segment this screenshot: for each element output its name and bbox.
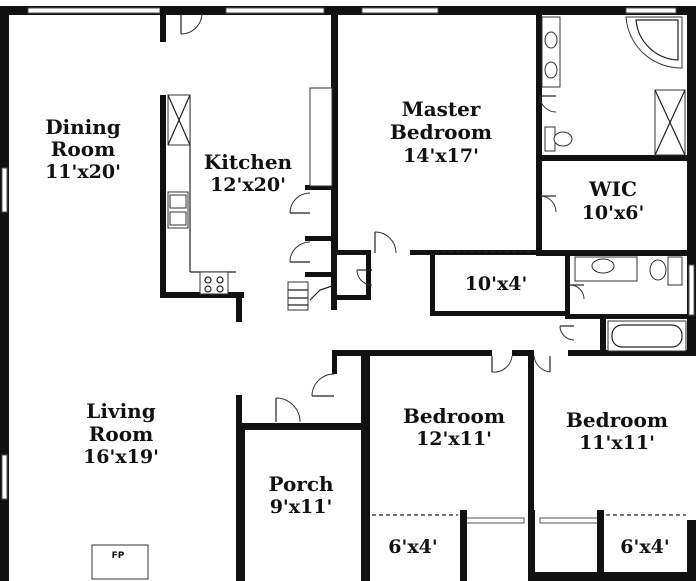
exterior-walls xyxy=(0,6,696,581)
bedroom-3-size: 11'x11' xyxy=(579,432,655,454)
corner-tub xyxy=(625,16,683,69)
master-bedroom-size: 14'x17' xyxy=(403,145,479,167)
bedroom-2-name: Bedroom xyxy=(403,404,505,428)
fireplace: FP xyxy=(91,544,149,580)
dining-room-name-line2: Room xyxy=(51,137,115,161)
bedroom-2-closet-size: 6'x4' xyxy=(388,536,437,558)
stove xyxy=(199,271,229,295)
bedroom-3-closet-size: 6'x4' xyxy=(620,536,669,558)
bathtub xyxy=(607,320,687,352)
closet-doors xyxy=(372,251,686,516)
porch-size: 9'x11' xyxy=(270,496,333,518)
fireplace-label: FP xyxy=(112,551,125,561)
living-room-name-line1: Living xyxy=(86,399,155,423)
master-bedroom-name-line1: Master xyxy=(402,97,481,121)
wic-name: WIC xyxy=(588,177,637,201)
room-labels: Dining Room 11'x20' Kitchen 12'x20' Mast… xyxy=(45,97,670,558)
master-bedroom-name-line2: Bedroom xyxy=(390,120,492,144)
wic-size: 10'x6' xyxy=(582,202,645,224)
living-room-size: 16'x19' xyxy=(83,446,159,468)
porch-name: Porch xyxy=(268,472,334,496)
bedroom-2-size: 12'x11' xyxy=(416,428,492,450)
dining-room-name-line1: Dining xyxy=(45,115,121,139)
master-bath-fixtures xyxy=(541,16,686,156)
dining-room-size: 11'x20' xyxy=(45,161,121,183)
kitchen-fixtures xyxy=(167,87,333,295)
stairs xyxy=(287,281,333,311)
doors xyxy=(180,12,585,423)
kitchen-name: Kitchen xyxy=(204,150,293,174)
hall-closet-size: 10'x4' xyxy=(465,273,528,295)
hall-bath-fixtures xyxy=(574,256,687,352)
living-room-name-line2: Room xyxy=(89,422,153,446)
kitchen-size: 12'x20' xyxy=(210,174,286,196)
bedroom-3-name: Bedroom xyxy=(566,408,668,432)
